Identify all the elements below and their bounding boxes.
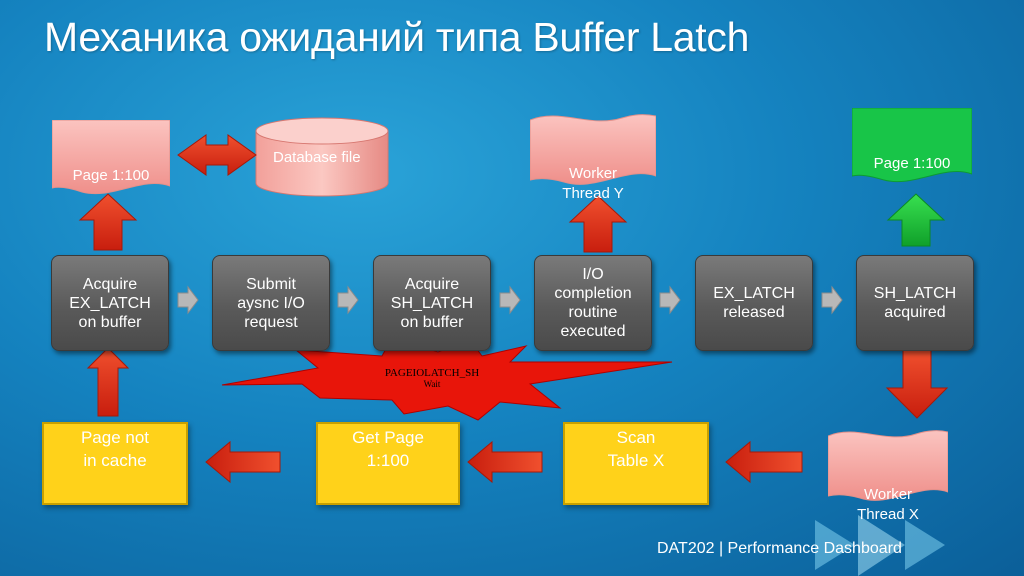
page-document-right: Page 1:100 [852, 108, 972, 184]
chevron-right-icon [177, 285, 199, 315]
chevron-right-icon [659, 285, 681, 315]
chevron-right-icon [499, 285, 521, 315]
decorative-logo [815, 515, 945, 576]
worker-thread-y-document: Worker Thread Y [530, 112, 656, 202]
database-cylinder [255, 117, 389, 197]
wait-label: Wait [423, 379, 441, 389]
left-arrow-icon [205, 440, 281, 484]
wait-burst-label: PAGEIOLATCH_SH Wait [370, 367, 494, 390]
database-file-label: Database file [273, 149, 361, 166]
step-io-completion: I/O completion routine executed [534, 255, 652, 351]
step-submit-async-io: Submit aysnc I/O request [212, 255, 330, 351]
footer-text: DAT202 | Performance Dashboard [657, 540, 902, 557]
box-page-not-in-cache: Page not in cache [42, 422, 188, 505]
box-get-page: Get Page 1:100 [316, 422, 460, 505]
down-arrow-icon [885, 349, 949, 419]
step-sh-latch-acquired: SH_LATCH acquired [856, 255, 974, 351]
step-ex-latch-released: EX_LATCH released [695, 255, 813, 351]
worker-thread-x-document: Worker Thread X [828, 428, 948, 523]
step-acquire-ex-latch: Acquire EX_LATCH on buffer [51, 255, 169, 351]
chevron-right-icon [337, 285, 359, 315]
up-arrow-icon [86, 347, 130, 417]
up-arrow-icon [78, 193, 138, 251]
up-arrow-green-icon [886, 193, 946, 247]
box-scan-table: Scan Table X [563, 422, 709, 505]
step-acquire-sh-latch: Acquire SH_LATCH on buffer [373, 255, 491, 351]
chevron-right-icon [821, 285, 843, 315]
page-label: Page 1:100 [72, 167, 150, 184]
left-arrow-icon [467, 440, 543, 484]
page-document-left: Page 1:100 [52, 120, 170, 196]
up-arrow-icon [568, 195, 628, 253]
left-arrow-icon [725, 440, 803, 484]
worker-thread-label: Worker Thread X [857, 486, 919, 523]
slide-title: Механика ожиданий типа Buffer Latch [44, 14, 750, 60]
wait-type-label: PAGEIOLATCH_SH [384, 367, 480, 379]
worker-thread-label: Worker Thread Y [562, 165, 624, 202]
page-label: Page 1:100 [873, 155, 951, 172]
double-arrow-icon [177, 134, 257, 176]
